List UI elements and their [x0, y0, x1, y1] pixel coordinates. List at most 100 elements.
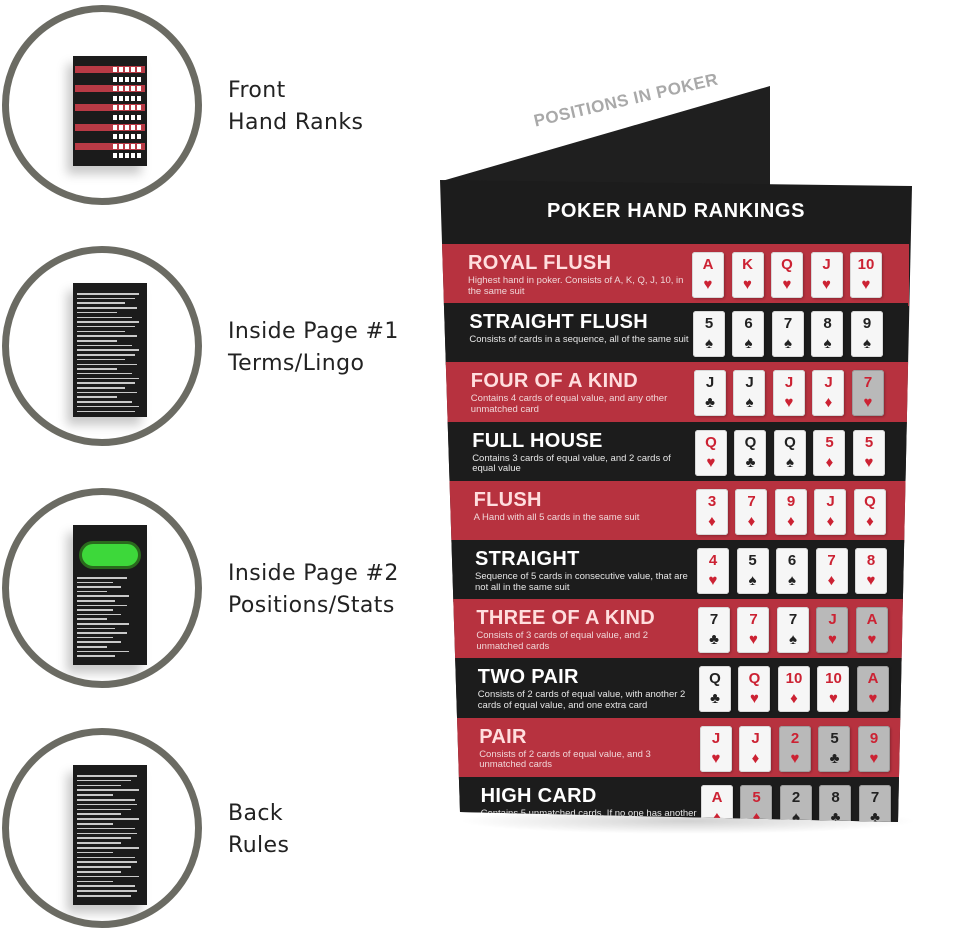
card-rank: 8	[823, 315, 832, 333]
mini-text-line	[77, 842, 121, 844]
card-suit-icon: ♥	[743, 276, 752, 293]
hand-cards: Q♥Q♣Q♠5♦5♥	[694, 429, 895, 476]
playing-card: 9♥	[857, 725, 890, 772]
hand-name: ROYAL FLUSH	[468, 252, 612, 274]
playing-card: J♠	[733, 370, 766, 417]
mini-text-line	[77, 340, 117, 342]
card-suit-icon: ♦	[752, 808, 761, 826]
mini-band	[75, 66, 145, 73]
card-suit-icon: ♥	[706, 453, 716, 471]
card-rank: A	[702, 256, 714, 273]
playing-card: 9♠	[850, 311, 883, 358]
mini-text-line	[77, 646, 107, 648]
card-suit-icon: ♥	[864, 453, 874, 471]
mini-text-line	[77, 586, 121, 588]
playing-card: 3♦	[695, 488, 728, 535]
card-suit-icon: ♦	[825, 453, 834, 471]
card-rank: J	[822, 256, 831, 273]
mini-text-line	[77, 382, 135, 384]
thumbnail-front: Front Hand Ranks	[0, 5, 420, 215]
mini-text-line	[77, 613, 121, 616]
playing-card: 8♠	[811, 311, 844, 358]
thumbnail-circle	[2, 488, 202, 688]
thumbnail-label-line1: Inside Page #1	[228, 319, 399, 344]
card-suit-icon: ♠	[744, 335, 753, 353]
playing-card: J♥	[699, 725, 732, 772]
hand-name: THREE OF A KIND	[476, 607, 655, 630]
hand-name: TWO PAIR	[477, 666, 579, 689]
mini-text-line	[77, 650, 129, 653]
hand-name: FOUR OF A KIND	[470, 370, 638, 393]
mini-text-line	[77, 827, 135, 830]
mini-band	[75, 133, 145, 141]
mini-text-line	[77, 344, 132, 347]
playing-card: Q♣	[698, 666, 731, 713]
mini-text-line	[77, 387, 125, 389]
playing-card: 7♠	[776, 607, 809, 654]
hand-name: FULL HOUSE	[472, 429, 603, 452]
card-suit-icon: ♦	[866, 512, 874, 530]
hand-cards: J♣J♠J♥J♦7♥	[693, 370, 894, 417]
card-rank: Q	[784, 433, 796, 451]
mini-text-line	[77, 623, 129, 625]
card-suit-icon: ♣	[745, 453, 756, 471]
mini-text-line	[77, 410, 135, 412]
card-suit-icon: ♥	[708, 572, 718, 589]
card-suit-icon: ♥	[703, 276, 713, 293]
mini-band	[75, 114, 145, 121]
hand-name: STRAIGHT FLUSH	[469, 311, 649, 334]
mini-text-line	[77, 297, 135, 300]
playing-card: Q♣	[734, 429, 767, 476]
card-rank: 6	[787, 552, 797, 569]
mini-text-line	[77, 808, 131, 811]
mini-text-line	[77, 396, 117, 398]
mini-text-line	[77, 875, 139, 878]
card-rank: 5	[825, 433, 834, 451]
mini-text-line	[77, 890, 137, 892]
card-suit-icon: ♣	[870, 808, 880, 826]
mini-card-rules	[73, 765, 147, 905]
hand-description: Contains 4 cards of equal value, and any…	[470, 393, 668, 415]
playing-card: Q♥	[694, 429, 727, 476]
mini-text-line	[77, 818, 139, 820]
card-rank: 8	[831, 788, 840, 806]
thumbnail-label-line2: Terms/Lingo	[228, 351, 365, 376]
hand-name: STRAIGHT	[475, 548, 580, 570]
mini-card-strip	[113, 67, 143, 72]
mini-band	[75, 94, 145, 102]
playing-card: 7♥	[851, 370, 884, 417]
card-suit-icon: ♣	[830, 808, 841, 826]
card-rank: 7	[827, 552, 836, 569]
card-suit-icon: ♦	[708, 512, 716, 530]
card-suit-icon: ♥	[822, 276, 831, 293]
mini-text-line	[77, 775, 137, 777]
mini-text-line	[77, 832, 137, 835]
card-rank: 7	[747, 492, 756, 510]
card-rank: 7	[709, 611, 719, 629]
mini-text-line	[77, 335, 137, 337]
card-suit-icon: ♠	[792, 808, 800, 826]
mini-text-line	[77, 627, 115, 630]
thumbnail-circle	[2, 5, 202, 205]
playing-card: J♥	[772, 370, 805, 417]
hand-name: PAIR	[479, 725, 527, 748]
playing-card: 7♦	[735, 488, 768, 535]
playing-card: J♣	[693, 370, 726, 417]
playing-card: 10♥	[850, 252, 882, 298]
card-suit-icon: ♠	[748, 572, 757, 589]
mini-text-line	[77, 813, 121, 815]
mini-band	[75, 123, 145, 131]
mini-text-line	[77, 632, 127, 634]
mini-text-line	[77, 779, 131, 782]
card-rank: 10	[785, 670, 803, 688]
card-suit-icon: ♦	[824, 394, 833, 412]
thumbnail-label-line1: Front	[228, 78, 286, 103]
thumbnail-rules: Back Rules	[0, 728, 420, 938]
card-rank: Q	[744, 433, 757, 451]
playing-card: Q♥	[738, 666, 771, 713]
mini-card-strip	[113, 86, 143, 92]
mini-text-line	[77, 609, 113, 611]
